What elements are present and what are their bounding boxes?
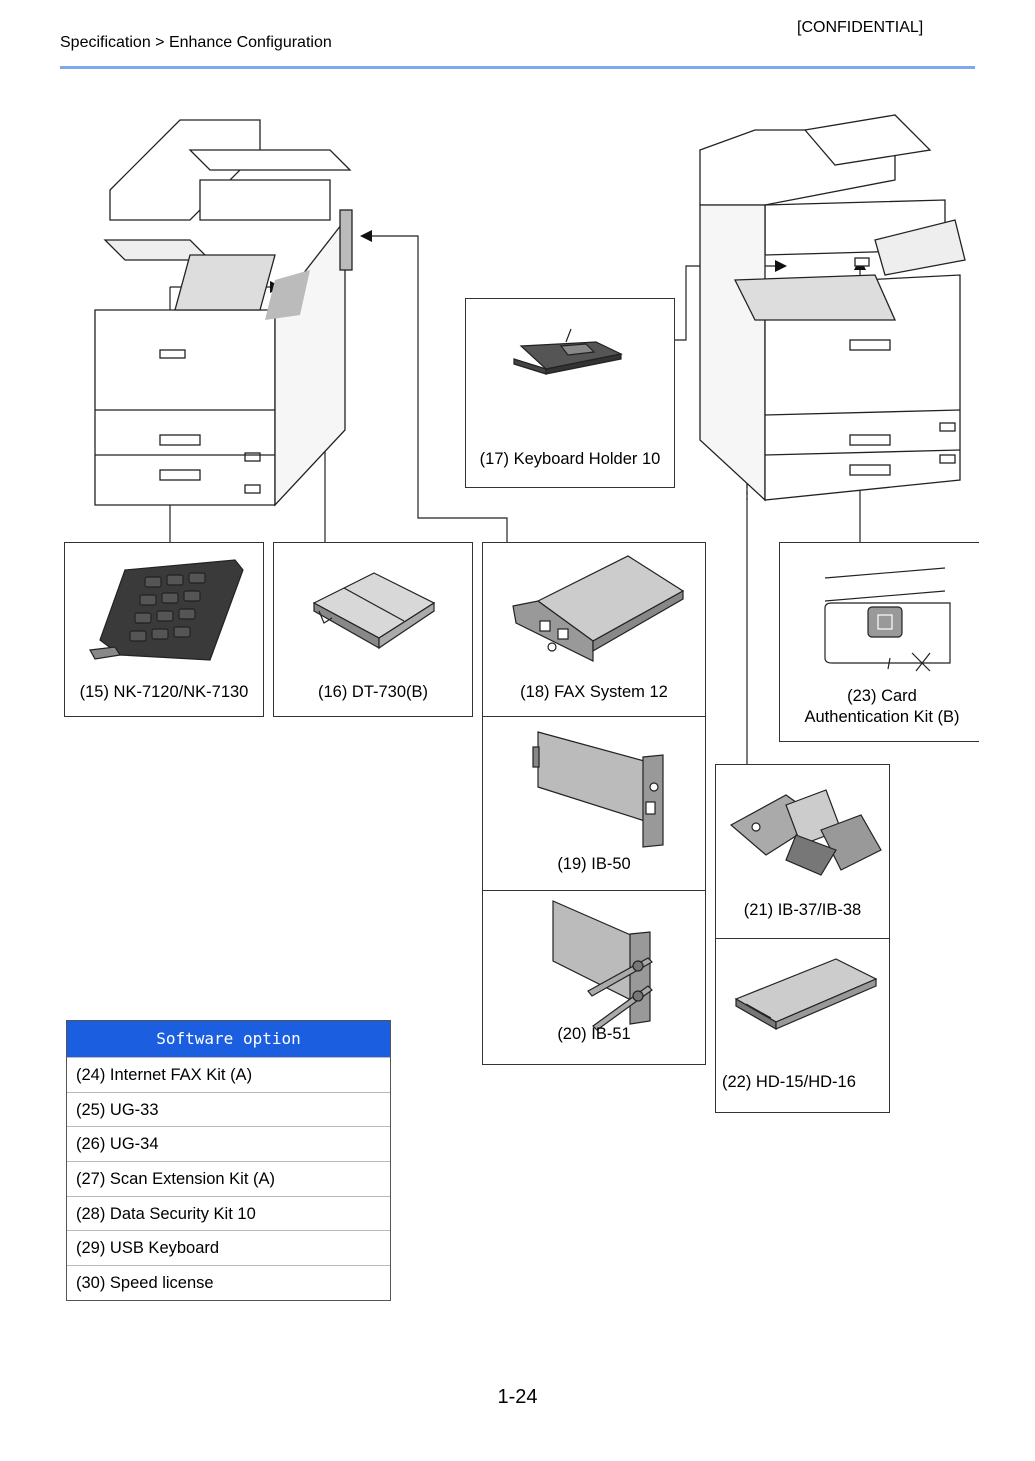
software-option-row: (29) USB Keyboard <box>67 1230 390 1265</box>
option-box-ib-50: (19) IB-50 <box>482 716 706 891</box>
option-23-label-line1: (23) Card <box>847 687 917 705</box>
printer-right-illustration <box>699 114 966 502</box>
option-box-keyboard-holder: (17) Keyboard Holder 10 <box>465 298 675 488</box>
option-20-label: (20) IB-51 <box>557 1025 631 1043</box>
ib-51-board-illustration <box>552 900 653 1031</box>
option-16-label: (16) DT-730(B) <box>317 683 429 701</box>
software-option-row: (30) Speed license <box>67 1265 390 1300</box>
software-option-row: (28) Data Security Kit 10 <box>67 1195 390 1231</box>
option-21-label: (21) IB-37/IB-38 <box>743 901 862 919</box>
option-box-ib-51: (20) IB-51 <box>482 890 706 1065</box>
option-19-label: (19) IB-50 <box>557 855 631 873</box>
software-option-row: (25) UG-33 <box>67 1091 390 1127</box>
option-18-label: (18) FAX System 12 <box>520 683 668 701</box>
software-option-row: (27) Scan Extension Kit (A) <box>67 1161 390 1196</box>
printer-left-illustration <box>94 119 353 507</box>
numeric-keypad-illustration <box>89 559 244 661</box>
card-reader-illustration <box>824 567 951 672</box>
option-box-hd-15: (22) HD-15/HD-16 <box>715 938 890 1113</box>
option-17-label: (17) Keyboard Holder 10 <box>479 450 661 468</box>
wireless-kit-illustration <box>729 789 882 876</box>
option-box-card-auth: (23) Card Authentication Kit (B) <box>779 542 979 742</box>
ssd-illustration <box>734 958 878 1031</box>
fax-board-illustration <box>512 555 685 662</box>
software-option-row: (24) Internet FAX Kit (A) <box>67 1057 390 1092</box>
option-box-fax-system: (18) FAX System 12 <box>482 542 706 717</box>
option-box-dt-730: (16) DT-730(B) <box>273 542 473 717</box>
option-23-label-line2: Authentication Kit (B) <box>804 708 960 726</box>
document-tray-illustration <box>312 572 436 650</box>
ib-50-board-illustration <box>532 731 664 848</box>
page-number: 1-24 <box>497 1386 538 1408</box>
confidential-label: [CONFIDENTIAL] <box>797 19 924 36</box>
software-option-table: Software option (24) Internet FAX Kit (A… <box>66 1020 391 1301</box>
header-rule <box>60 66 975 69</box>
option-15-label: (15) NK-7120/NK-7130 <box>79 683 249 701</box>
option-box-ib-37: (21) IB-37/IB-38 <box>715 764 890 939</box>
software-option-header: Software option <box>67 1021 390 1057</box>
breadcrumb: Specification > Enhance Configuration <box>60 34 332 51</box>
option-22-label: (22) HD-15/HD-16 <box>722 1073 856 1091</box>
option-box-nk-7120: (15) NK-7120/NK-7130 <box>64 542 264 717</box>
software-option-row: (26) UG-34 <box>67 1126 390 1161</box>
keyboard-holder-illustration <box>513 328 623 375</box>
